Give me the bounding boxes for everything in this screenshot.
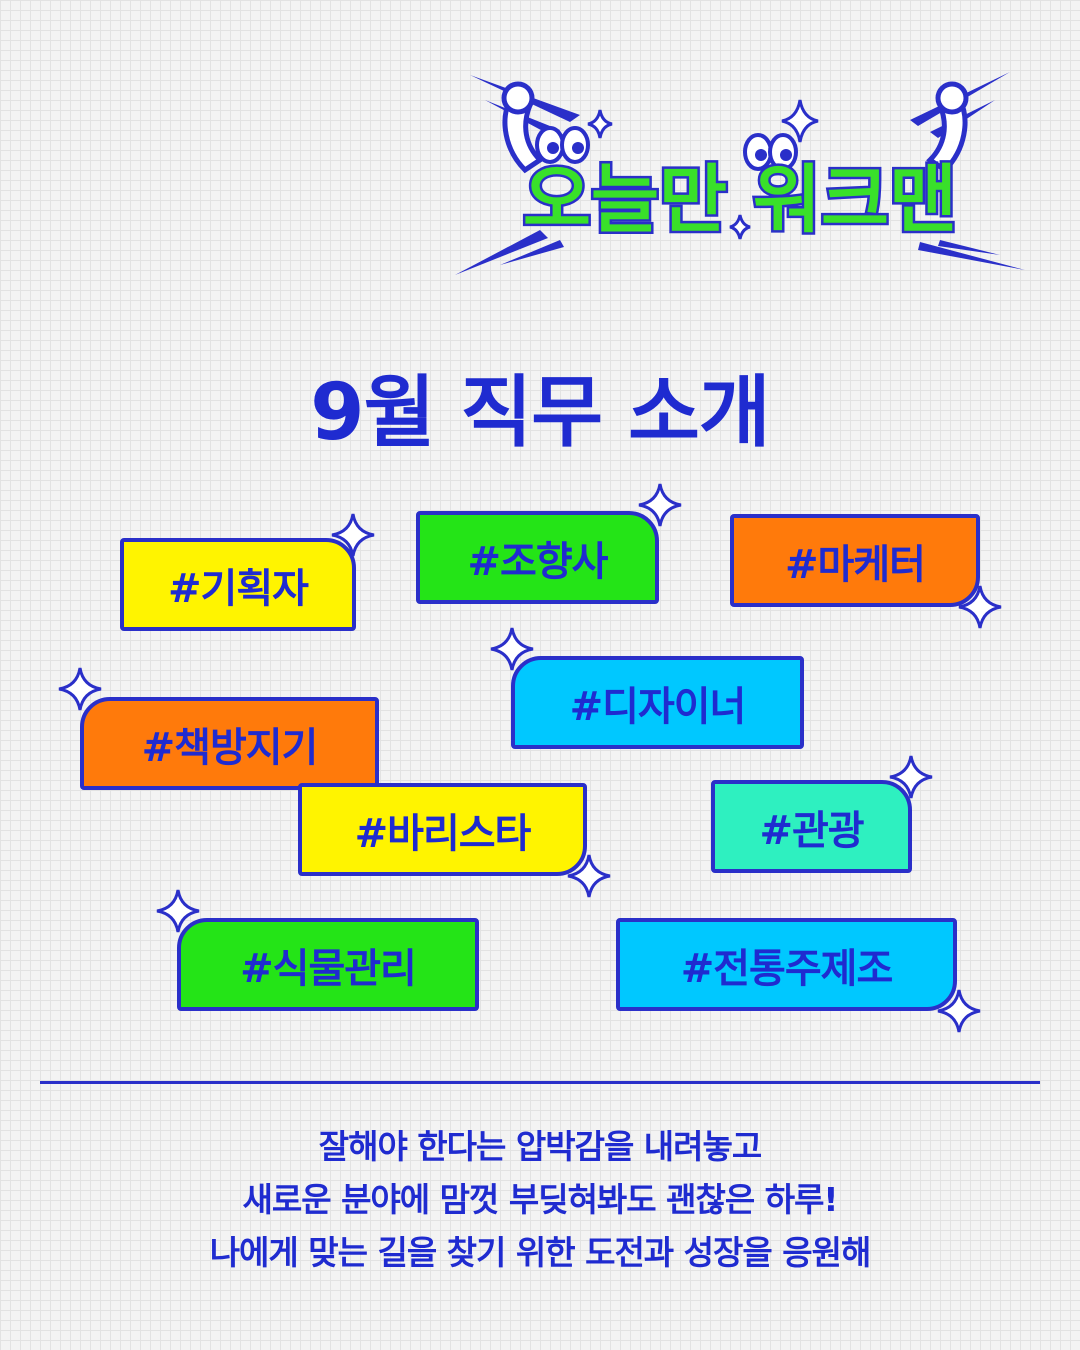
tag-planner: #기획자 bbox=[120, 538, 356, 631]
mascot-arm-icon bbox=[501, 81, 969, 174]
divider bbox=[40, 1081, 1040, 1084]
sparkle-icon bbox=[567, 854, 611, 898]
description-line-3: 나에게 맞는 길을 찾기 위한 도전과 성장을 응원해 bbox=[209, 1233, 872, 1272]
sparkle-icon bbox=[958, 585, 1002, 629]
description-line-1: 잘해야 한다는 압박감을 내려놓고 bbox=[318, 1127, 763, 1166]
tag-perfumer: #조향사 bbox=[416, 511, 659, 604]
tag-barista: #바리스타 bbox=[298, 783, 587, 876]
sparkle-icon bbox=[587, 99, 819, 240]
tag-designer: #디자이너 bbox=[511, 656, 804, 749]
sparkle-icon bbox=[490, 627, 534, 671]
sparkle-icon bbox=[331, 513, 375, 557]
sparkle-icon bbox=[638, 483, 682, 527]
logo-text: 오늘만 워크맨 bbox=[523, 157, 957, 243]
tag-bookstore-keeper: #책방지기 bbox=[80, 697, 379, 790]
tag-marketer: #마케터 bbox=[730, 514, 980, 607]
page-title: 9월 직무 소개 bbox=[310, 368, 770, 458]
tag-tourism: #관광 bbox=[711, 780, 912, 873]
sparkle-icon bbox=[156, 889, 200, 933]
tag-traditional-liquor: #전통주제조 bbox=[616, 918, 957, 1011]
description: 잘해야 한다는 압박감을 내려놓고 새로운 분야에 맘껏 부딪혀봐도 괜찮은 하… bbox=[0, 1120, 1080, 1279]
sparkle-icon bbox=[889, 755, 933, 799]
tag-plant-care: #식물관리 bbox=[177, 918, 479, 1011]
sparkle-icon bbox=[937, 989, 981, 1033]
logo: 오늘만 워크맨 bbox=[440, 60, 1040, 290]
sparkle-icon bbox=[58, 667, 102, 711]
description-line-2: 새로운 분야에 맘껏 부딪혀봐도 괜찮은 하루! bbox=[242, 1180, 839, 1219]
logo-artwork: 오늘만 워크맨 bbox=[455, 72, 1025, 275]
